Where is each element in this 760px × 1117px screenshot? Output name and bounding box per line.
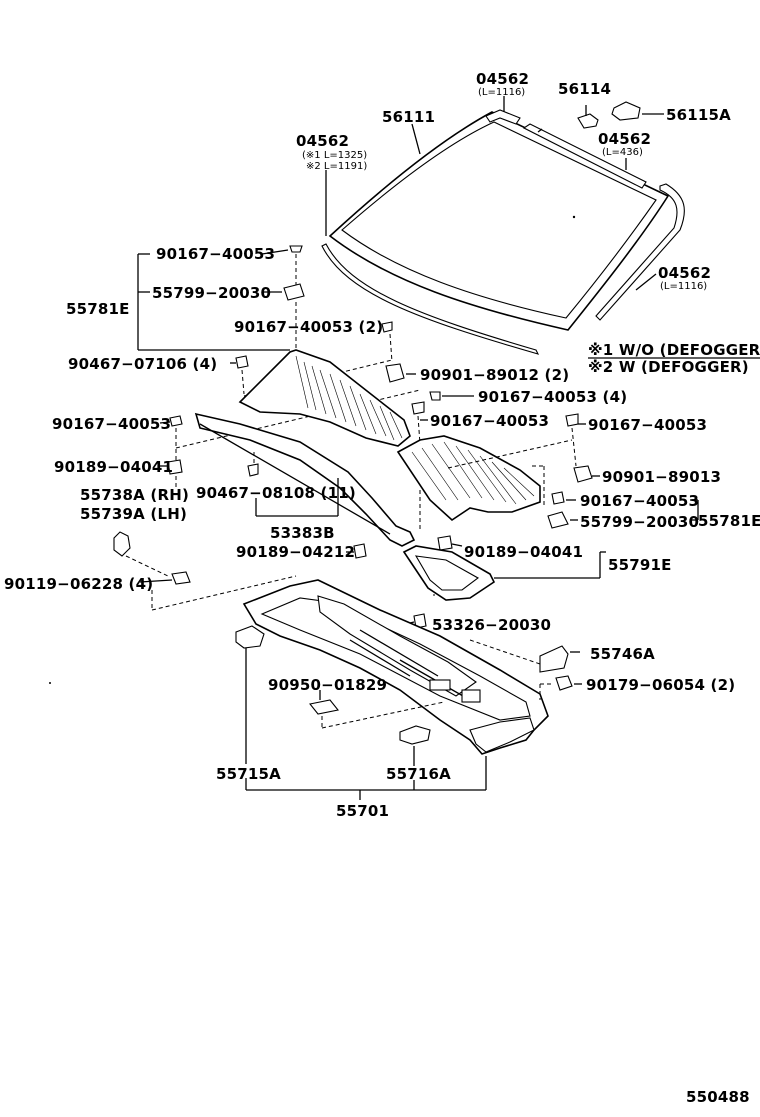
fasteners-left <box>113 245 421 611</box>
bracket-56115A <box>611 101 664 121</box>
label-56115A: 56115A <box>666 106 731 124</box>
label-55791E: 55791E <box>608 556 672 574</box>
label-90179: 90179−06054 (2) <box>586 676 735 694</box>
label-55746A: 55746A <box>590 645 655 663</box>
legend-note-1: ※1 W/O (DEFOGGER) <box>588 341 760 359</box>
label-04562-mid: 04562 <box>598 130 651 148</box>
label-04562-left-length2: ※2 L=1191) <box>306 161 367 172</box>
lower-brackets <box>235 625 582 800</box>
label-90189-a: 90189−04041 <box>54 458 173 476</box>
molding-mid <box>522 123 647 189</box>
label-04562-top-length: (L=1116) <box>478 87 525 98</box>
molding-top <box>485 109 521 125</box>
label-90167-e: 90167−40053 <box>588 416 707 434</box>
label-56111: 56111 <box>382 108 435 126</box>
label-04562-mid-length: (L=436) <box>602 147 643 158</box>
label-55716A: 55716A <box>386 765 451 783</box>
cowl-louver-right <box>396 435 541 522</box>
label-04562-top: 04562 <box>476 70 529 88</box>
label-04562-left-length1: (※1 L=1325) <box>302 150 367 161</box>
label-55739A: 55739A (LH) <box>80 505 187 523</box>
fasteners-right <box>411 391 699 596</box>
label-04562-left: 04562 <box>296 132 349 150</box>
label-55781E-b: 55781E <box>698 512 760 530</box>
label-55701: 55701 <box>336 802 389 820</box>
leaders-top <box>325 96 657 291</box>
molding-left <box>321 243 540 355</box>
clip-56114 <box>577 105 599 129</box>
label-90119: 90119−06228 (4) <box>4 575 153 593</box>
molding-right <box>595 183 685 321</box>
panel-55791E <box>402 545 606 601</box>
label-53326: 53326−20030 <box>432 616 551 634</box>
windshield-glass <box>328 111 670 331</box>
label-55738A: 55738A (RH) <box>80 486 189 504</box>
label-90167-g: 90167−40053 <box>580 492 699 510</box>
figure-id: 550488 <box>686 1088 750 1106</box>
label-90901-b: 90901−89013 <box>602 468 721 486</box>
label-90167-a: 90167−40053 <box>156 245 275 263</box>
label-90167-b: 90167−40053 (2) <box>234 318 383 336</box>
label-90467-a: 90467−07106 (4) <box>68 355 217 373</box>
label-90189-c: 90189−04041 <box>464 543 583 561</box>
label-53383B: 53383B <box>270 524 335 542</box>
label-55799-a: 55799−20030 <box>152 284 271 302</box>
label-90167-f: 90167−40053 <box>52 415 171 433</box>
cowl-panel-main <box>242 579 549 755</box>
label-04562-right-length: (L=1116) <box>660 281 707 292</box>
label-90950: 90950−01829 <box>268 676 387 694</box>
label-90167-d: 90167−40053 <box>430 412 549 430</box>
cowl-seal <box>194 412 416 547</box>
label-90167-c: 90167−40053 (4) <box>478 388 627 406</box>
cowl-louver-left <box>238 349 411 447</box>
label-55781E-a: 55781E <box>66 300 130 318</box>
legend-note-2: ※2 W (DEFOGGER) <box>588 358 749 376</box>
label-55715A: 55715A <box>216 765 281 783</box>
label-90901-a: 90901−89012 (2) <box>420 366 569 384</box>
label-90467-b: 90467−08108 (11) <box>196 484 356 502</box>
label-90189-b: 90189−04212 <box>236 543 355 561</box>
part-labels: 04562 (L=1116) 56114 56115A 56111 04562 … <box>4 70 760 1106</box>
label-55799-b: 55799−20030 <box>580 513 699 531</box>
label-04562-right: 04562 <box>658 264 711 282</box>
label-56114: 56114 <box>558 80 611 98</box>
